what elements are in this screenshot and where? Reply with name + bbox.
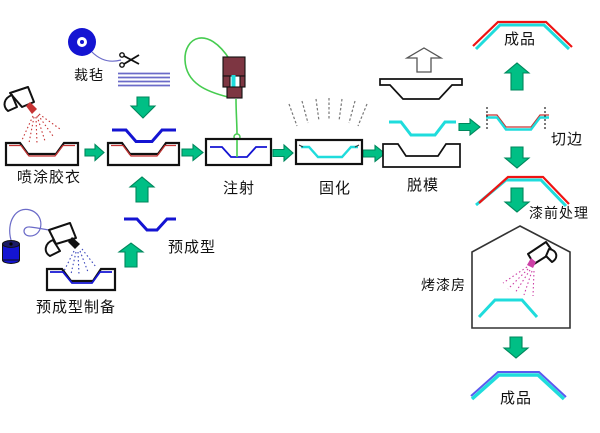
final-product-part-icon <box>470 371 567 401</box>
spool-thread <box>9 208 63 241</box>
prepaint-part-icon <box>475 175 570 208</box>
hose-icon <box>184 37 231 98</box>
label-curing: 固化 <box>319 179 352 197</box>
label-injection: 注射 <box>223 179 256 197</box>
lift-arrow-icon <box>404 47 444 73</box>
arrow-down-booth-icon <box>503 187 531 213</box>
label-product-bottom: 成品 <box>500 389 533 407</box>
mold-notch <box>354 144 360 148</box>
label-product-top: 成品 <box>504 30 537 48</box>
arrow-up-preform-icon <box>128 176 156 203</box>
arrow-up-prep-icon <box>117 242 145 268</box>
label-pre-paint: 漆前处理 <box>529 206 589 222</box>
arrow-down-prepaint-icon <box>503 146 531 169</box>
felt-roll-icon <box>68 28 122 62</box>
arrow-right-3-icon <box>272 143 294 163</box>
label-demolding: 脱模 <box>407 176 440 194</box>
curing-mold-icon <box>294 138 364 166</box>
preform-over-mold-icon <box>112 128 176 143</box>
arrow-right-4-icon <box>362 144 386 163</box>
paint-spray-mist <box>502 266 535 297</box>
label-preform: 预成型 <box>168 238 217 256</box>
injection-machine-icon <box>222 56 246 99</box>
spray-gun-icon <box>527 241 558 268</box>
label-paint-booth: 烤漆房 <box>421 278 466 294</box>
heat-lines-icon <box>288 98 368 127</box>
trimmed-part-red-edge <box>486 114 549 128</box>
spray-gun-icon <box>3 86 37 114</box>
arrow-right-5-icon <box>458 117 481 137</box>
hose-drop <box>235 98 238 135</box>
preform-part-icon <box>124 217 176 232</box>
chopper-spray-mist <box>63 248 97 276</box>
arrow-right-2-icon <box>181 143 204 162</box>
label-preform-prep: 预成型制备 <box>36 298 117 316</box>
arrow-down-final-icon <box>502 336 530 359</box>
arrow-up-trim-product-icon <box>503 62 531 91</box>
arrow-down-felt-icon <box>129 96 157 119</box>
arrow-right-1-icon <box>84 143 105 162</box>
label-spray-gelcoat: 喷涂胶衣 <box>17 168 82 186</box>
label-cut-felt: 裁毡 <box>74 68 104 84</box>
gelcoat-mold-icon <box>4 141 80 167</box>
curing-part-layer <box>301 145 358 159</box>
demolded-part-icon <box>389 120 456 137</box>
preform-prep-layer <box>50 271 112 284</box>
injection-preform-layer <box>210 146 267 158</box>
scissors-icon <box>119 52 140 68</box>
mold-notch <box>298 144 304 148</box>
product-part-icon <box>472 20 573 51</box>
upper-mold-half-icon <box>379 78 463 100</box>
lower-mold-half-icon <box>382 143 461 168</box>
felt-stack-icon <box>118 72 170 87</box>
label-trimming: 切边 <box>551 130 584 148</box>
layup-mold-icon <box>106 141 181 167</box>
gelcoat-layer <box>9 144 75 157</box>
trimmed-part-icon <box>486 116 549 131</box>
spray-gun-icon <box>44 222 80 257</box>
injection-mold-icon <box>204 137 273 167</box>
paint-booth-house-icon <box>471 225 571 329</box>
thread-spool-icon <box>2 240 20 264</box>
gelcoat-spray-mist <box>21 113 61 145</box>
layup-gelcoat-layer <box>111 144 176 157</box>
painted-part-icon <box>477 298 539 319</box>
flow-arrows <box>84 62 531 359</box>
